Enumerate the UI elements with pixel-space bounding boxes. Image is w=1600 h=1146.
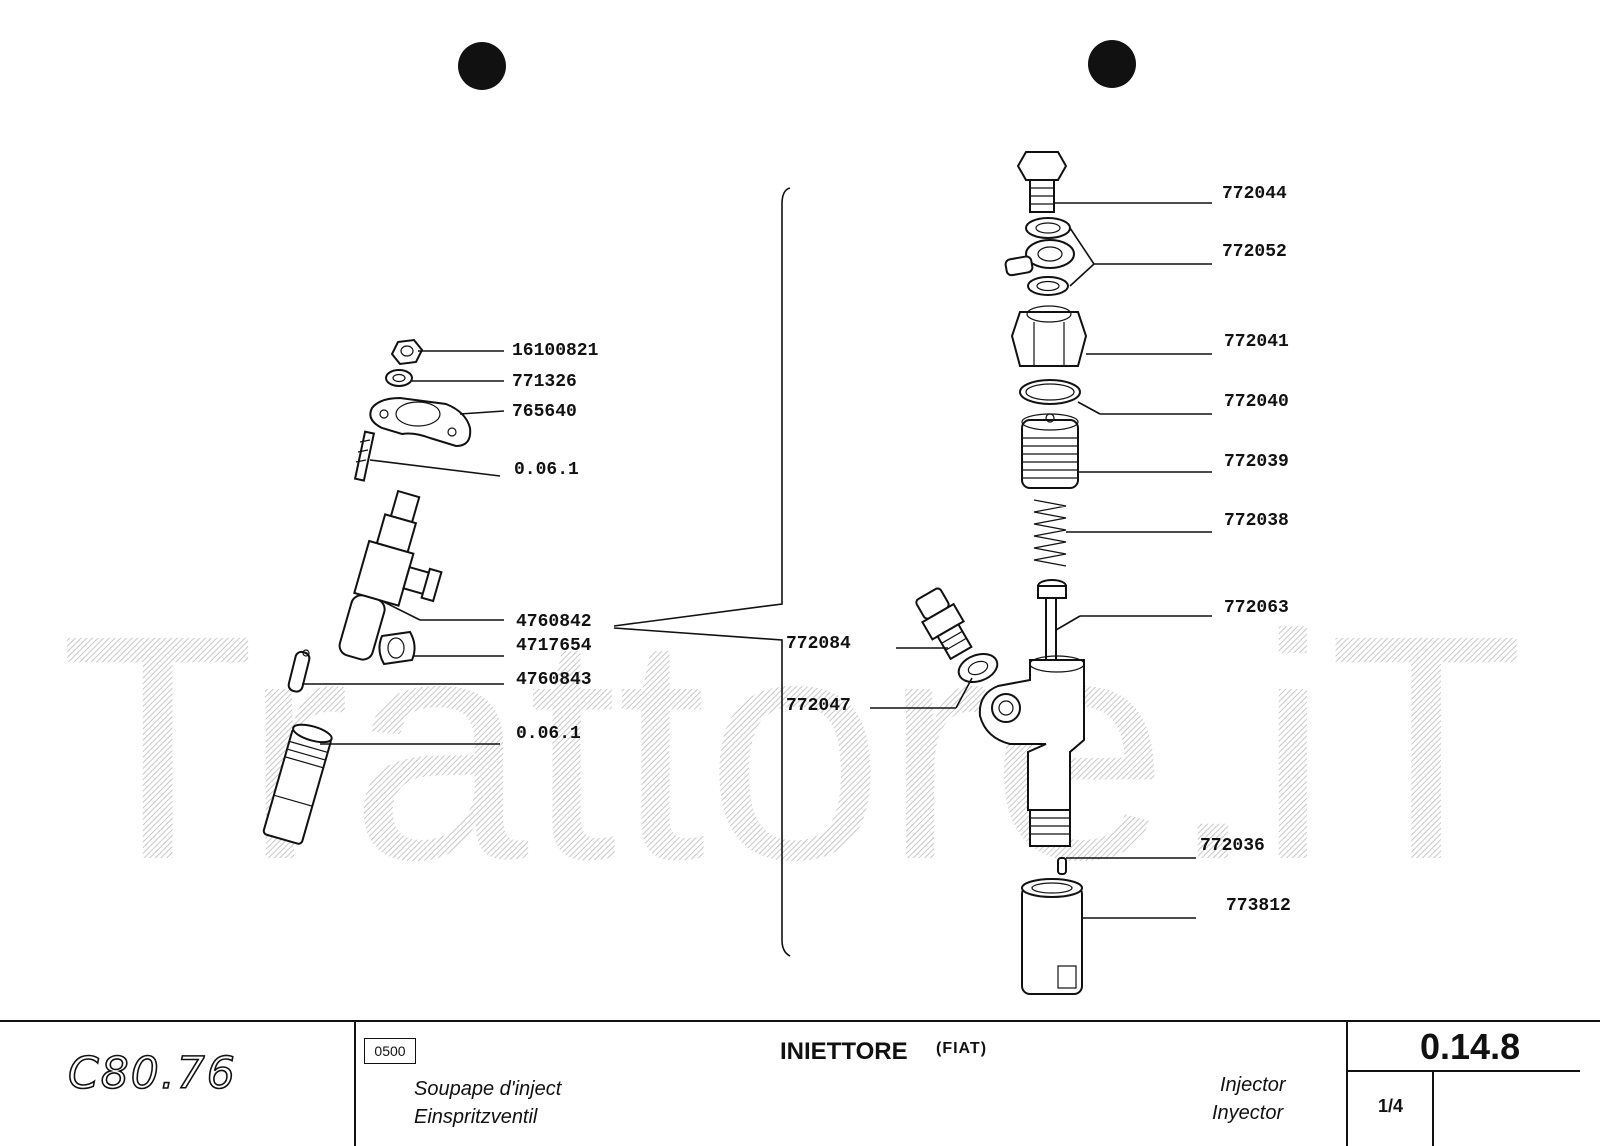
part-label: 4760842 — [516, 612, 592, 632]
title-english: Injector — [1220, 1074, 1286, 1096]
part-label: 772039 — [1224, 452, 1289, 472]
right-assembly — [870, 151, 1212, 995]
divider — [1432, 1070, 1434, 1146]
watermark-text: Trattore.iT — [60, 568, 1524, 926]
punch-hole-right — [1088, 40, 1136, 88]
part-label: 772084 — [786, 634, 851, 654]
reference-cell: 0.14.8 1/4 — [1348, 1022, 1600, 1146]
part-label: 4760843 — [516, 670, 592, 690]
part-label: 772041 — [1224, 332, 1289, 352]
sheet-number: 1/4 — [1378, 1096, 1404, 1116]
group-code: 0500 — [364, 1038, 416, 1064]
description-cell: 0500 INIETTORE (FIAT) Soupape d'inject E… — [356, 1022, 1348, 1146]
part-label: 4717654 — [516, 636, 592, 656]
part-label: 0.06.1 — [514, 460, 579, 480]
part-label: 0.06.1 — [516, 724, 581, 744]
part-label: 16100821 — [512, 341, 599, 361]
model-cell: C80.76 — [0, 1022, 356, 1146]
page-reference-number: 0.14.8 — [1420, 1026, 1521, 1067]
divider — [1348, 1070, 1580, 1072]
exploded-parts-diagram: Trattore.iT — [60, 40, 1524, 995]
title-brand: (FIAT) — [936, 1040, 988, 1057]
title-block: C80.76 0500 INIETTORE (FIAT) Soupape d'i… — [0, 1020, 1600, 1146]
model-logo: C80.76 — [67, 1047, 237, 1100]
title-german: Einspritzventil — [414, 1106, 538, 1128]
part-label: 771326 — [512, 372, 577, 392]
left-assembly — [262, 187, 791, 957]
part-label: 772038 — [1224, 511, 1289, 531]
part-label: 772040 — [1224, 392, 1289, 412]
title-spanish: Inyector — [1212, 1102, 1284, 1124]
part-label: 772047 — [786, 696, 851, 716]
part-label: 765640 — [512, 402, 577, 422]
part-label: 772044 — [1222, 184, 1287, 204]
title-italian: INIETTORE — [780, 1038, 908, 1065]
part-label: 772052 — [1222, 242, 1287, 262]
part-label: 772036 — [1200, 836, 1265, 856]
part-label: 772063 — [1224, 598, 1289, 618]
punch-hole-left — [458, 42, 506, 90]
part-label: 773812 — [1226, 896, 1291, 916]
title-french: Soupape d'inject — [414, 1078, 562, 1100]
